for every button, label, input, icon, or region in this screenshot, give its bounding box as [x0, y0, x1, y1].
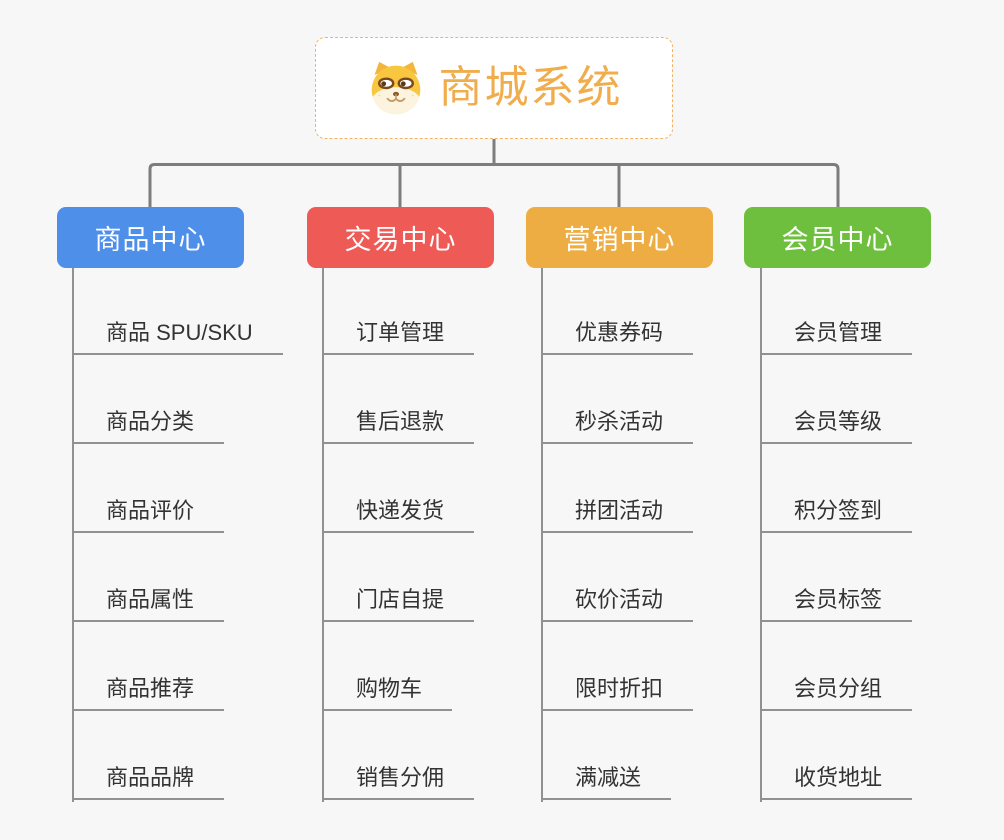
leaf-node[interactable]: 会员标签 — [760, 586, 913, 622]
leaf-node[interactable]: 拼团活动 — [541, 497, 694, 533]
branch-node-product-center[interactable]: 商品中心 — [57, 207, 244, 268]
leaf-node[interactable]: 商品 SPU/SKU — [72, 319, 283, 355]
leaf-node[interactable]: 门店自提 — [322, 586, 475, 622]
leaf-node[interactable]: 商品推荐 — [72, 675, 225, 711]
branch-frame-line — [148, 163, 840, 207]
leaf-node[interactable]: 会员管理 — [760, 319, 913, 355]
branch-trunk-line — [322, 268, 324, 802]
leaf-node[interactable]: 积分签到 — [760, 497, 913, 533]
leaf-node[interactable]: 满减送 — [541, 764, 672, 800]
leaf-node[interactable]: 商品分类 — [72, 408, 225, 444]
leaf-node[interactable]: 收货地址 — [760, 764, 913, 800]
leaf-node[interactable]: 销售分佣 — [322, 764, 475, 800]
branch-trunk-line — [760, 268, 762, 802]
leaf-node[interactable]: 商品评价 — [72, 497, 225, 533]
leaf-node[interactable]: 售后退款 — [322, 408, 475, 444]
leaf-node[interactable]: 限时折扣 — [541, 675, 694, 711]
leaf-node[interactable]: 会员分组 — [760, 675, 913, 711]
root-node[interactable]: 商城系统 — [315, 37, 673, 139]
leaf-node[interactable]: 会员等级 — [760, 408, 913, 444]
doge-icon — [366, 60, 426, 116]
branch-node-marketing-center[interactable]: 营销中心 — [526, 207, 713, 268]
branch-trunk-line — [541, 268, 543, 802]
root-title: 商城系统 — [438, 63, 623, 112]
leaf-node[interactable]: 优惠券码 — [541, 319, 694, 355]
leaf-node[interactable]: 砍价活动 — [541, 586, 694, 622]
leaf-node[interactable]: 快递发货 — [322, 497, 475, 533]
branch-node-member-center[interactable]: 会员中心 — [744, 207, 931, 268]
leaf-node[interactable]: 订单管理 — [322, 319, 475, 355]
leaf-node[interactable]: 商品属性 — [72, 586, 225, 622]
leaf-node[interactable]: 购物车 — [322, 675, 453, 711]
leaf-node[interactable]: 秒杀活动 — [541, 408, 694, 444]
branch-node-trade-center[interactable]: 交易中心 — [307, 207, 494, 268]
leaf-node[interactable]: 商品品牌 — [72, 764, 225, 800]
branch-trunk-line — [72, 268, 74, 802]
